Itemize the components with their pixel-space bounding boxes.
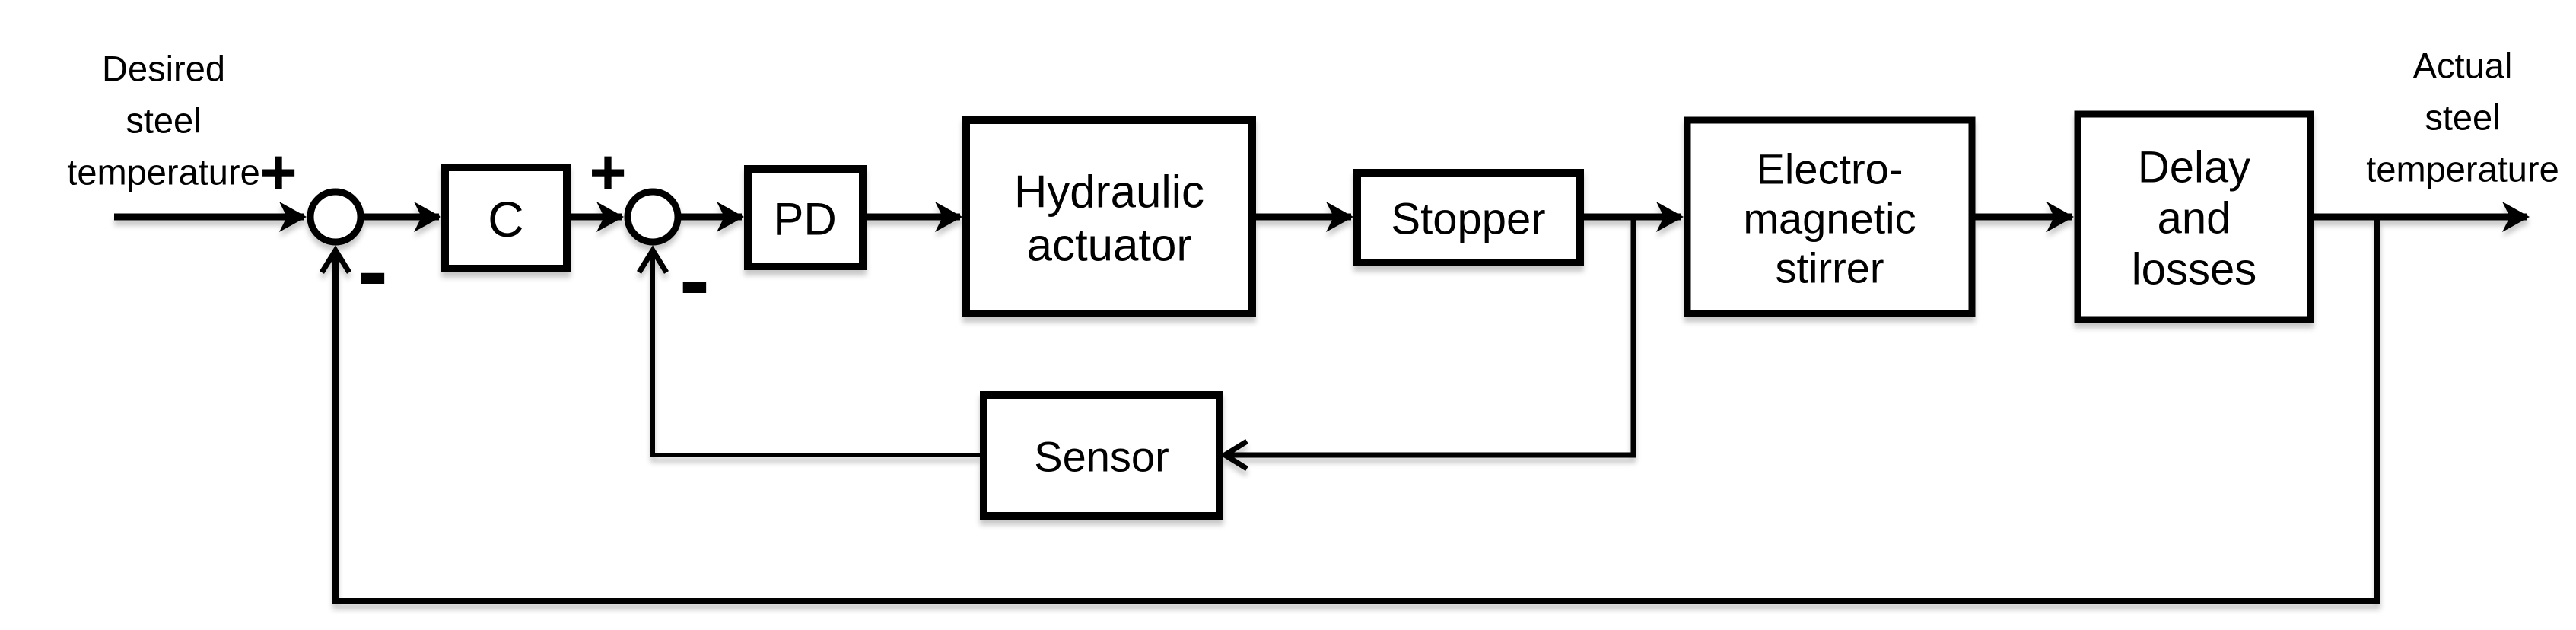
input-label-line2: steel — [126, 100, 201, 141]
sensor-block — [980, 391, 1223, 520]
stopper-takeoff-to-sensor-line — [1220, 217, 1636, 471]
hydraulic-actuator-block — [962, 116, 1256, 317]
summing-junction-1 — [307, 188, 364, 246]
output-label-line1: Actual — [2413, 46, 2513, 86]
output-label-line3: temperature — [2366, 149, 2559, 189]
stirrer-block — [1684, 116, 1976, 317]
controller-block — [441, 164, 571, 272]
stirrer-label-line3: stirrer — [1775, 244, 1884, 292]
sensor-to-sum2-feedback-line — [637, 245, 984, 457]
sensor-label: Sensor — [1034, 433, 1169, 481]
stirrer-label-line1: Electro- — [1757, 145, 1903, 193]
stopper-block — [1353, 169, 1584, 266]
sum2-minus-sign: - — [679, 229, 710, 331]
pd-block — [744, 165, 867, 270]
input-label-line1: Desired — [102, 49, 225, 89]
hydraulic-actuator-label-line1: Hydraulic — [1014, 167, 1204, 218]
input-label-line3: temperature — [67, 152, 259, 192]
summing-junction-2 — [624, 188, 682, 246]
delay-losses-label-line1: Delay — [2138, 143, 2250, 192]
delay-losses-label-line3: losses — [2132, 245, 2256, 294]
output-label-line2: steel — [2425, 97, 2500, 138]
stirrer-label-line2: magnetic — [1743, 195, 1916, 243]
controller-label: C — [488, 191, 524, 247]
stopper-label: Stopper — [1391, 195, 1545, 244]
sum1-minus-sign: - — [358, 220, 388, 322]
delay-losses-label-line2: and — [2158, 194, 2231, 243]
outer-feedback-loop-line — [320, 217, 2380, 604]
sum2-plus-sign: + — [589, 136, 626, 208]
delay-losses-block — [2074, 110, 2314, 323]
hydraulic-actuator-label-line2: actuator — [1027, 220, 1192, 271]
sum1-plus-sign: + — [259, 136, 297, 208]
pd-label: PD — [773, 194, 836, 245]
